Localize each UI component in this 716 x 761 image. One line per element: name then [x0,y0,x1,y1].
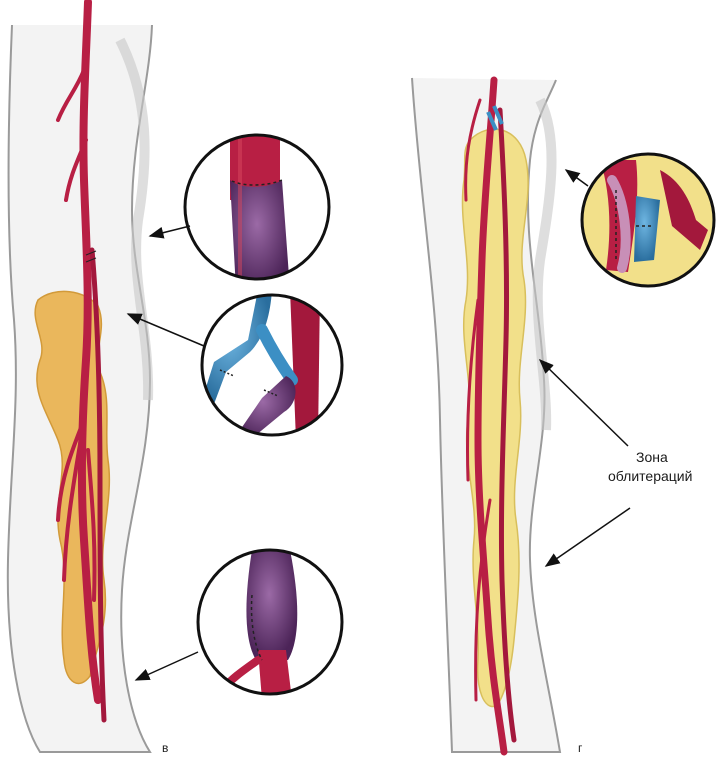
inset-right-anastomosis [580,152,716,288]
arrow-icon [126,313,205,347]
arrow-icon [538,358,629,447]
panel-label-left: в [162,741,168,755]
main-artery-left [77,0,102,704]
zone-label-line1: Зона [636,449,668,465]
inset-proximal-anastomosis [183,133,331,281]
arrow-icon [148,225,191,239]
inset-venous-bypass [200,293,344,437]
bypass-graft-left [89,247,107,723]
arrow-icon [544,507,631,567]
main-artery-right [474,76,508,756]
arrow-icon [134,651,199,681]
zone-label-line2: облитераций [608,468,692,484]
inset-distal-anastomosis [196,548,344,696]
panel-label-right: г [578,741,583,755]
bypass-graft-right [497,107,517,743]
right-leg-figure: г [411,76,583,756]
left-leg-figure: в [6,0,168,755]
arrow-icon [564,169,589,187]
pointer-arrows [126,169,631,681]
